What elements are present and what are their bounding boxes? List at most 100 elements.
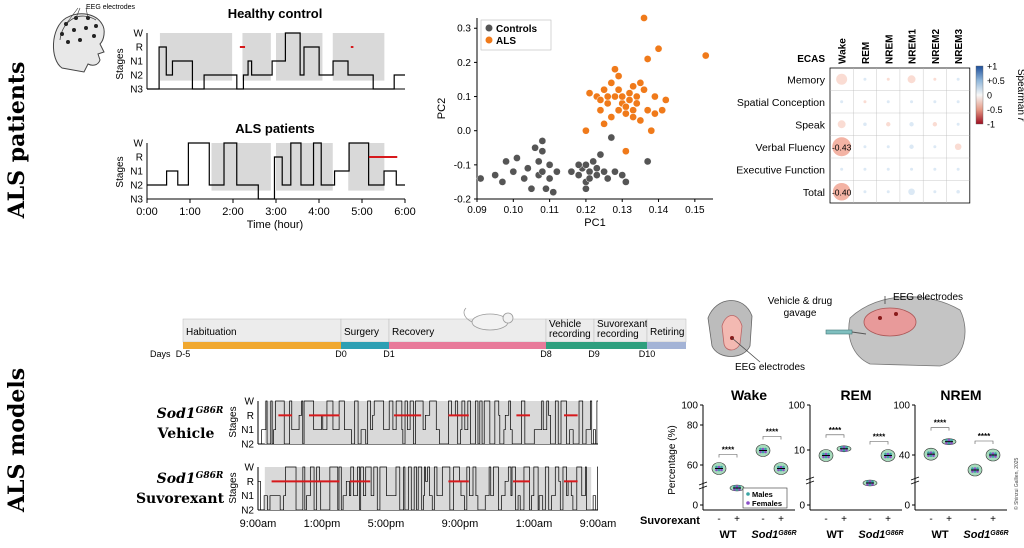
colorbar-label-text: Spearman xyxy=(1015,69,1024,118)
violin-point xyxy=(842,445,846,449)
scatter-point xyxy=(632,99,641,108)
heatmap-cell-circle xyxy=(832,182,851,201)
violin-point xyxy=(761,447,765,451)
scatter-legend-label: ALS xyxy=(496,36,516,47)
timeline-day-tick: D10 xyxy=(639,349,656,359)
heatmap-column-label: NREM2 xyxy=(931,29,942,64)
violin-point xyxy=(871,483,874,486)
heatmap-cell-circle xyxy=(907,75,916,84)
violin-y-tick-label: 100 xyxy=(681,401,698,412)
scatter-point xyxy=(534,157,543,166)
scatter-x-tick-label: 0.14 xyxy=(649,205,669,216)
colorbar-label-symbol: r xyxy=(1015,118,1024,122)
scatter-point xyxy=(640,85,648,94)
scatter-legend-marker xyxy=(485,36,493,44)
hypno-stage-label: N3 xyxy=(130,85,143,96)
heatmap-cell-circle xyxy=(954,143,962,151)
eeg-head-icon xyxy=(52,7,105,73)
scatter-point xyxy=(611,167,619,176)
side-label-patients: ALS patients xyxy=(4,62,30,220)
hypno-stage-trace xyxy=(258,400,598,445)
svg-text:Sod1G86R: Sod1G86R xyxy=(157,406,224,422)
scatter-point xyxy=(574,160,583,169)
significance-stars: **** xyxy=(829,426,842,435)
suvorexant-axis-label: Suvorexant xyxy=(640,515,700,527)
violin-suvorexant-sign: + xyxy=(990,514,996,525)
violin-y-tick-label: 10 xyxy=(794,446,806,457)
timeline-phase-label: Suvorexant xyxy=(597,319,648,330)
significance-stars: **** xyxy=(873,433,886,442)
violin-point xyxy=(884,452,887,456)
scatter-point xyxy=(607,133,616,142)
scatter-point xyxy=(582,160,590,169)
heatmap-column-label: NREM3 xyxy=(954,29,965,64)
violin-point xyxy=(782,465,785,469)
scatter-point xyxy=(476,174,485,183)
heatmap-cell-circle xyxy=(933,167,937,171)
hypno-sleep-cycle-fill xyxy=(159,33,233,81)
violin-point xyxy=(715,465,718,469)
violin-point xyxy=(971,470,974,473)
scatter-point xyxy=(636,79,645,87)
violin-legend-marker-males xyxy=(746,492,750,496)
als-patients-title: ALS patients xyxy=(235,121,314,136)
hypno-stage-trace xyxy=(147,32,405,90)
heatmap-cell-circle xyxy=(886,77,890,81)
scatter-point xyxy=(553,167,561,176)
violin-point xyxy=(947,438,951,442)
violin-title: Wake xyxy=(731,387,767,403)
heatmap-title: ECAS xyxy=(797,54,825,65)
violin-point xyxy=(717,468,721,472)
heatmap-cell-circle xyxy=(910,167,914,171)
timeline-phase-bar xyxy=(183,342,341,349)
violin-point xyxy=(929,454,933,457)
heatmap-cell-circle xyxy=(863,77,867,81)
scatter-point xyxy=(596,96,605,104)
healthy-control-title: Healthy control xyxy=(228,6,323,21)
violin-y-tick-label: 40 xyxy=(899,451,911,462)
violin-point xyxy=(945,438,948,442)
violin-suvorexant-sign: + xyxy=(841,514,847,525)
violin-point xyxy=(782,468,785,472)
timeline-phase-bar xyxy=(647,342,686,349)
scatter-point xyxy=(600,167,608,176)
svg-text:Sod1G86R: Sod1G86R xyxy=(157,471,224,487)
scatter-point xyxy=(614,85,623,94)
scatter-x-tick-label: 0.09 xyxy=(467,205,487,216)
scatter-point xyxy=(596,150,605,159)
scatter-xlabel: PC1 xyxy=(584,217,605,229)
bottom-time-tick-label: 9:00am xyxy=(580,518,617,530)
timeline-phase-label: Habituation xyxy=(186,327,237,338)
scatter-point xyxy=(629,113,637,121)
heatmap-row-label: Verbal Fluency xyxy=(756,142,826,154)
scatter-point xyxy=(618,92,627,101)
hypno-top-ylabel-a: Stages xyxy=(115,48,126,79)
significance-bracket xyxy=(762,436,782,440)
bottom-time-tick-label: 9:00pm xyxy=(442,518,479,530)
heatmap-cell-circle xyxy=(863,100,867,104)
hypno-stage-label: N1 xyxy=(241,425,254,436)
violin-point xyxy=(827,455,830,459)
heatmap-column-label: REM xyxy=(861,42,872,64)
scatter-point xyxy=(596,106,605,115)
heatmap-cell-circle xyxy=(837,120,846,129)
violin-suvorexant-sign: - xyxy=(761,514,764,525)
scatter-point xyxy=(625,89,634,97)
violin-point xyxy=(989,455,992,458)
scatter-legend-marker xyxy=(485,24,493,32)
genotype-label-sod1-sup: G86R xyxy=(990,530,1008,537)
violin-point xyxy=(927,451,930,454)
violin-y-tick-label: 100 xyxy=(893,401,910,412)
scatter-point xyxy=(491,171,500,179)
time-tick-label: 6:00 xyxy=(394,206,415,218)
heatmap-cell-circle xyxy=(886,100,890,104)
heatmap-cell-circle xyxy=(956,189,960,194)
violin-y-tick-label: 0 xyxy=(799,501,805,512)
heatmap-cell-circle xyxy=(956,100,960,104)
violin-point xyxy=(827,452,830,456)
violin-axis-break xyxy=(805,476,815,485)
